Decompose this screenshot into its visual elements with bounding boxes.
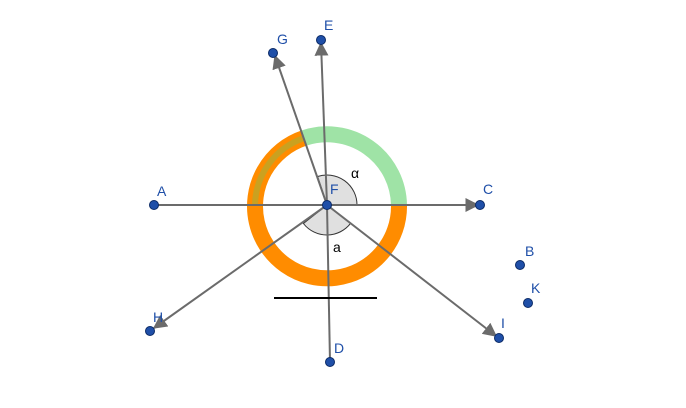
- point-label-C: C: [483, 181, 493, 197]
- point-label-H: H: [153, 309, 163, 325]
- point-label-F: F: [330, 181, 339, 197]
- point-D[interactable]: D: [325, 340, 345, 367]
- point-F[interactable]: F: [322, 181, 339, 210]
- arc-minor: [301, 126, 407, 206]
- point-label-I: I: [501, 315, 505, 331]
- ray-FG: [272, 54, 328, 206]
- point-B[interactable]: B: [515, 243, 535, 270]
- segment-FD: [326, 204, 331, 363]
- point-A[interactable]: A: [149, 183, 168, 210]
- point-G[interactable]: G: [268, 31, 288, 58]
- angle-label-a: a: [333, 239, 341, 255]
- point-I[interactable]: I: [494, 315, 505, 343]
- point-label-G: G: [277, 31, 288, 47]
- point-label-D: D: [334, 340, 344, 356]
- ray-FH: [152, 204, 328, 329]
- point-K[interactable]: K: [523, 280, 542, 308]
- point-label-B: B: [525, 243, 534, 259]
- ray-FE: [314, 41, 329, 206]
- point-label-A: A: [157, 183, 167, 199]
- point-E[interactable]: E: [316, 17, 334, 45]
- angle-label-alpha: α: [351, 165, 359, 181]
- point-label-K: K: [531, 280, 541, 296]
- point-label-E: E: [324, 17, 333, 33]
- point-H[interactable]: H: [145, 309, 164, 336]
- arc-overlap: [252, 135, 305, 206]
- ray-FI: [326, 204, 498, 337]
- point-C[interactable]: C: [475, 181, 494, 210]
